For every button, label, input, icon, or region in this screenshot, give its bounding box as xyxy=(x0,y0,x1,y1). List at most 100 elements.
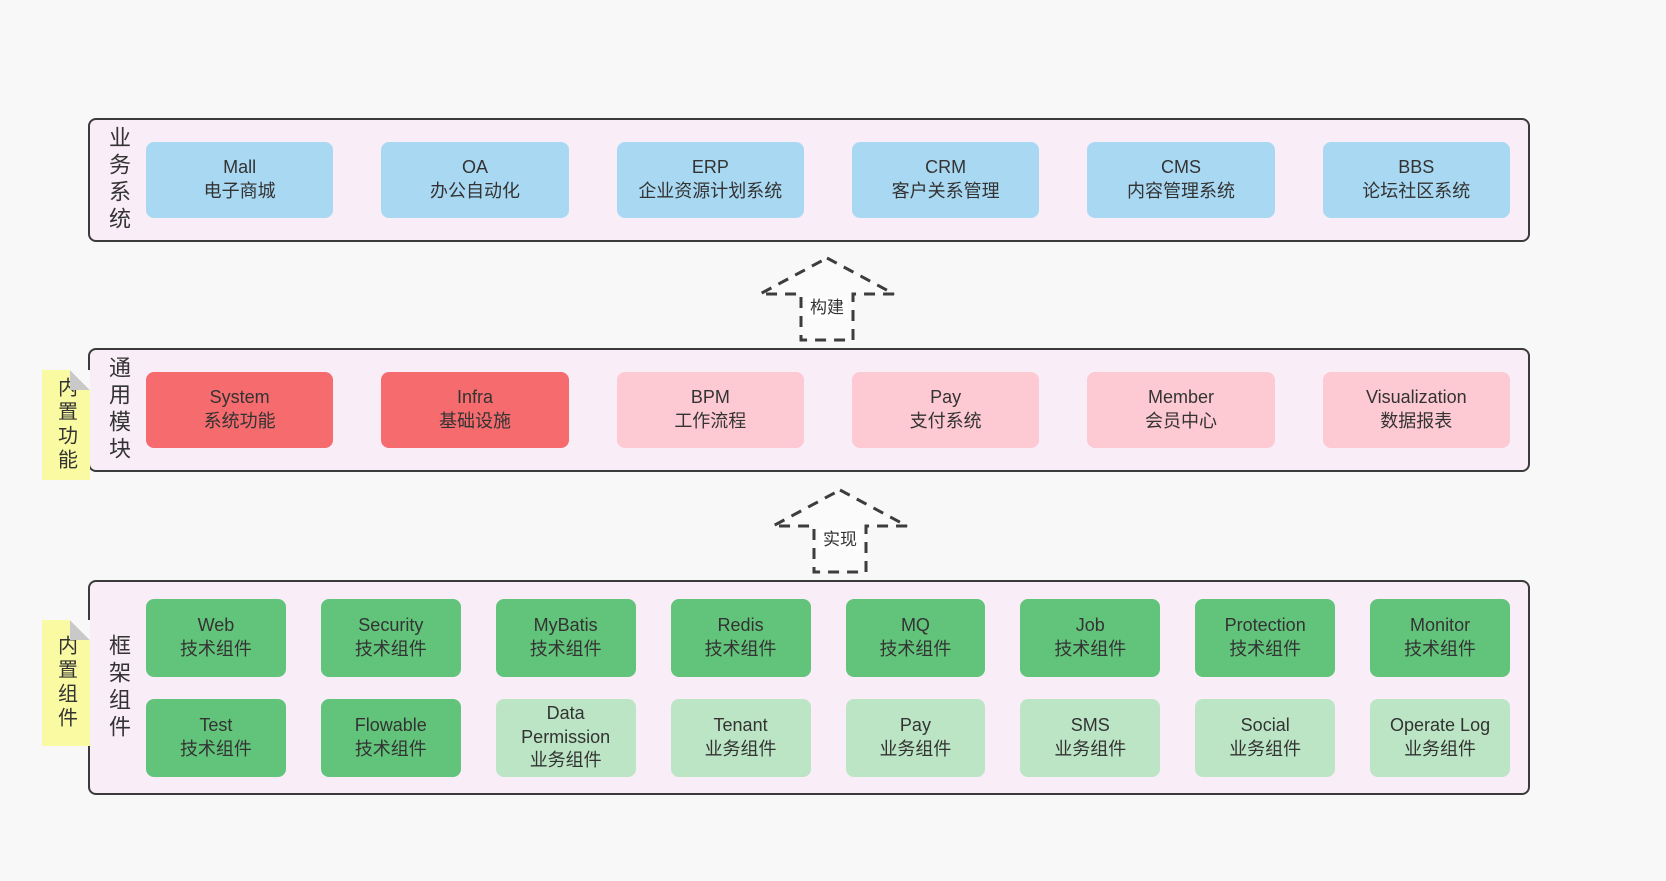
box-subtitle: 基础设施 xyxy=(438,411,511,431)
arrow-implement-label: 实现 xyxy=(770,525,910,550)
box-data-permission: Data Permission 业务组件 xyxy=(495,698,636,777)
box-protection: Protection 技术组件 xyxy=(1195,598,1336,677)
box-subtitle: 技术组件 xyxy=(179,738,252,759)
box-title: Web xyxy=(197,614,235,635)
box-subtitle: 数据报表 xyxy=(1380,411,1453,431)
box-sms: SMS 业务组件 xyxy=(1020,698,1161,777)
box-title: SMS xyxy=(1070,714,1110,735)
box-title: Pay xyxy=(930,387,962,408)
sticky-note-built-in-features: 内置功能 xyxy=(42,370,90,480)
box-title: BPM xyxy=(690,387,730,408)
box-title: Flowable xyxy=(354,714,427,735)
box-title: CMS xyxy=(1160,157,1201,178)
box-web: Web 技术组件 xyxy=(146,598,286,677)
box-title: Job xyxy=(1075,614,1105,635)
box-social: Social 业务组件 xyxy=(1195,698,1336,777)
box-subtitle: 技术组件 xyxy=(354,638,427,659)
box-bpm: BPM 工作流程 xyxy=(616,372,804,448)
box-subtitle: 企业资源计划系统 xyxy=(638,181,783,201)
box-subtitle: 技术组件 xyxy=(1229,638,1302,659)
box-title: Social xyxy=(1240,714,1290,735)
box-subtitle: 技术组件 xyxy=(529,638,602,659)
box-operate-log: Operate Log 业务组件 xyxy=(1370,698,1510,777)
section-common-modules: 内置功能 通用模块 System 系统功能 Infra 基础设施 BPM 工作流… xyxy=(42,348,1530,480)
box-title: Monitor xyxy=(1410,614,1471,635)
box-bbs: BBS 论坛社区系统 xyxy=(1322,142,1510,218)
box-subtitle: 办公自动化 xyxy=(429,181,520,201)
box-title: ERP xyxy=(691,157,729,178)
box-subtitle: 业务组件 xyxy=(879,738,952,759)
up-arrow-build: 构建 xyxy=(757,255,897,343)
box-title: Pay xyxy=(899,714,931,735)
box-member: Member 会员中心 xyxy=(1087,372,1275,448)
box-subtitle: 技术组件 xyxy=(879,638,952,659)
box-subtitle: 系统功能 xyxy=(203,411,276,431)
box-title: BBS xyxy=(1398,157,1435,178)
box-title: MQ xyxy=(900,614,930,635)
framework-row-1: Web 技术组件 Security 技术组件 MyBatis 技术组件 Redi… xyxy=(146,598,1528,677)
box-subtitle: 业务组件 xyxy=(1229,738,1302,759)
box-oa: OA 办公自动化 xyxy=(381,142,569,218)
box-subtitle: 会员中心 xyxy=(1144,411,1217,431)
box-title: Redis xyxy=(717,614,764,635)
box-title: Security xyxy=(358,614,424,635)
section-business-systems: 业务系统 Mall 电子商城 OA 办公自动化 ERP 企业资源计划系统 CRM… xyxy=(88,118,1530,242)
box-title: System xyxy=(209,387,270,408)
box-infra: Infra 基础设施 xyxy=(381,372,569,448)
box-subtitle: 技术组件 xyxy=(354,738,427,759)
box-title: Visualization xyxy=(1365,387,1467,408)
box-title: Protection xyxy=(1224,614,1306,635)
box-flowable: Flowable 技术组件 xyxy=(320,698,461,777)
up-arrow-implement: 实现 xyxy=(770,487,910,575)
box-subtitle: 业务组件 xyxy=(1404,738,1477,759)
box-title: Tenant xyxy=(713,714,768,735)
box-mq: MQ 技术组件 xyxy=(845,598,986,677)
box-subtitle: 技术组件 xyxy=(1404,638,1477,659)
box-erp: ERP 企业资源计划系统 xyxy=(616,142,804,218)
box-subtitle: 业务组件 xyxy=(1054,738,1127,759)
sticky-note-built-in-components: 内置组件 xyxy=(42,620,90,746)
box-title: MyBatis xyxy=(533,614,598,635)
box-test: Test 技术组件 xyxy=(146,698,286,777)
box-title: Data Permission xyxy=(521,702,611,747)
box-title: OA xyxy=(461,157,488,178)
box-subtitle: 论坛社区系统 xyxy=(1362,181,1471,201)
modules-boxes-row: System 系统功能 Infra 基础设施 BPM 工作流程 Pay 支付系统… xyxy=(146,350,1528,470)
business-boxes-row: Mall 电子商城 OA 办公自动化 ERP 企业资源计划系统 CRM 客户关系… xyxy=(146,120,1528,240)
box-visualization: Visualization 数据报表 xyxy=(1322,372,1510,448)
box-title: Test xyxy=(199,714,233,735)
box-monitor: Monitor 技术组件 xyxy=(1370,598,1510,677)
box-pay-module: Pay 支付系统 xyxy=(851,372,1040,448)
box-title: CRM xyxy=(925,157,967,178)
box-subtitle: 内容管理系统 xyxy=(1126,181,1235,201)
box-subtitle: 电子商城 xyxy=(203,181,276,201)
box-redis: Redis 技术组件 xyxy=(670,598,811,677)
framework-rows: Web 技术组件 Security 技术组件 MyBatis 技术组件 Redi… xyxy=(146,582,1528,793)
framework-row-2: Test 技术组件 Flowable 技术组件 Data Permission … xyxy=(146,698,1528,777)
box-pay-component: Pay 业务组件 xyxy=(845,698,986,777)
box-subtitle: 技术组件 xyxy=(704,638,777,659)
box-mall: Mall 电子商城 xyxy=(146,142,334,218)
box-subtitle: 支付系统 xyxy=(909,411,982,431)
box-title: Member xyxy=(1147,387,1214,408)
box-subtitle: 工作流程 xyxy=(674,411,747,431)
section-framework-components: 内置组件 框架组件 Web 技术组件 Security 技术组件 MyBatis… xyxy=(42,580,1530,795)
box-subtitle: 技术组件 xyxy=(179,638,252,659)
box-subtitle: 客户关系管理 xyxy=(891,181,1000,201)
section-business-label: 业务系统 xyxy=(106,126,131,234)
box-title: Infra xyxy=(456,387,493,408)
box-subtitle: 技术组件 xyxy=(1054,638,1127,659)
box-job: Job 技术组件 xyxy=(1020,598,1161,677)
box-subtitle: 业务组件 xyxy=(704,738,777,759)
box-system: System 系统功能 xyxy=(146,372,334,448)
section-modules-label: 通用模块 xyxy=(106,356,131,464)
box-subtitle: 业务组件 xyxy=(529,750,602,771)
box-cms: CMS 内容管理系统 xyxy=(1087,142,1275,218)
box-title: Mall xyxy=(223,157,257,178)
box-security: Security 技术组件 xyxy=(320,598,461,677)
box-tenant: Tenant 业务组件 xyxy=(670,698,811,777)
section-framework-label: 框架组件 xyxy=(106,633,131,742)
box-crm: CRM 客户关系管理 xyxy=(851,142,1040,218)
box-mybatis: MyBatis 技术组件 xyxy=(495,598,636,677)
